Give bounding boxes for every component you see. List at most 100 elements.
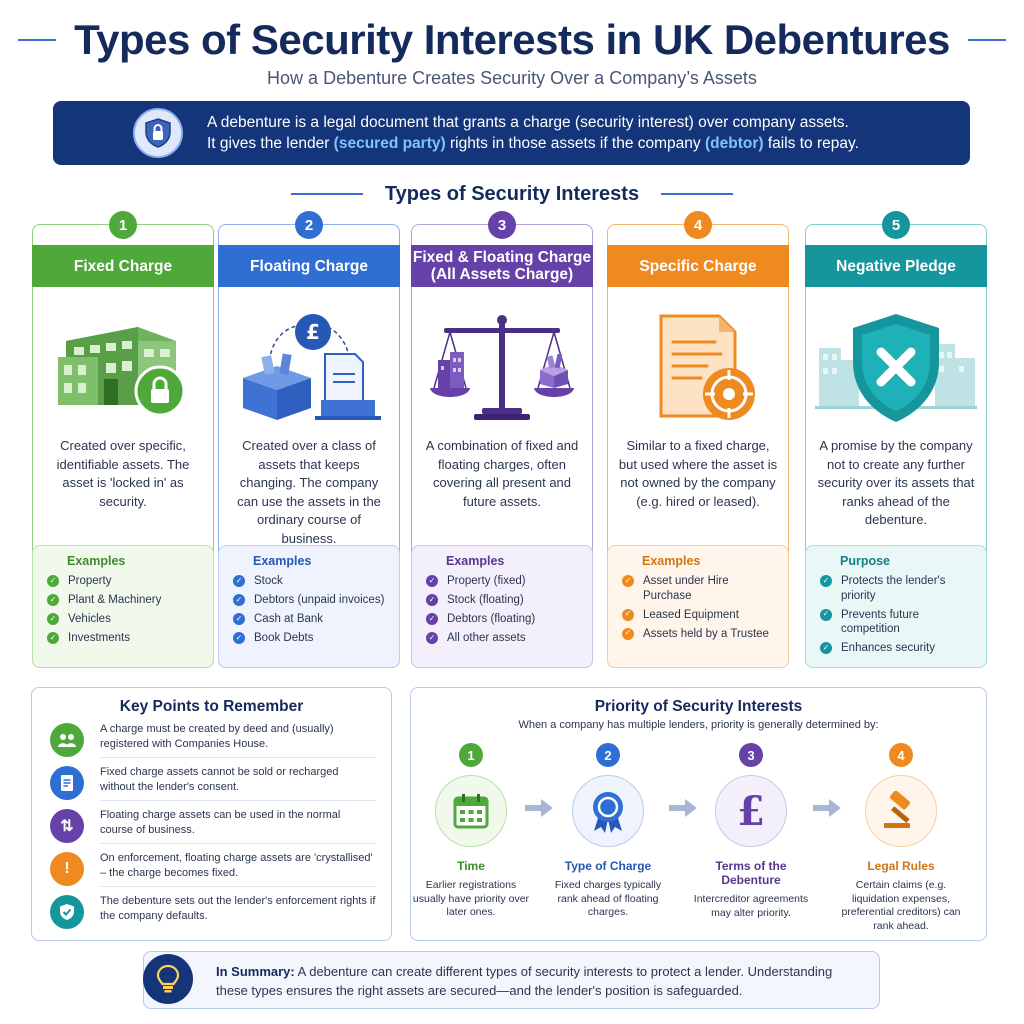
examples-heading: Examples <box>253 554 312 568</box>
card-description: A combination of fixed and floating char… <box>425 438 579 509</box>
list-item: ✓All other assets <box>426 631 582 646</box>
list-item-text: Enhances security <box>841 642 935 654</box>
list-item: ✓Stock (floating) <box>426 593 582 608</box>
list-item-text: Investments <box>68 632 130 644</box>
list-item: ✓Cash at Bank <box>233 612 389 627</box>
intro-line-2b: rights in those assets if the company <box>445 135 705 152</box>
priority-step-type: 2 Type of Charge Fixed charges typically… <box>548 743 668 920</box>
list-item-text: Property (fixed) <box>447 575 526 587</box>
gavel-icon <box>865 775 937 847</box>
card-title: Fixed Charge <box>32 245 214 287</box>
card-examples: Examples ✓Stock ✓Debtors (unpaid invoice… <box>218 545 400 668</box>
step-description: Earlier registrations usually have prior… <box>412 879 530 918</box>
check-icon: ✓ <box>233 575 245 587</box>
intro-line-2: It gives the lender (secured party) righ… <box>207 133 859 154</box>
key-point-text: The debenture sets out the lender's enfo… <box>100 895 376 922</box>
list-item-text: Prevents future competition <box>841 608 919 636</box>
list-item-text: Assets held by a Trustee <box>643 627 769 640</box>
card-number: 3 <box>488 211 516 239</box>
card-examples: Examples ✓Property ✓Plant & Machinery ✓V… <box>32 545 214 668</box>
card-number: 1 <box>109 211 137 239</box>
exclamation-icon: ! <box>50 852 84 886</box>
card-description: Created over a class of assets that keep… <box>237 438 381 546</box>
check-icon: ✓ <box>622 627 634 640</box>
check-icon: ✓ <box>426 594 438 606</box>
scales-icon <box>412 303 592 433</box>
examples-heading: Examples <box>446 554 505 568</box>
check-icon: ✓ <box>47 575 59 587</box>
check-icon: ✓ <box>47 594 59 606</box>
arrow-right-icon <box>669 799 697 817</box>
key-point: Fixed charge assets cannot be sold or re… <box>50 765 380 801</box>
key-points-heading: Key Points to Remember <box>119 698 304 715</box>
summary-label: In Summary: <box>216 964 295 979</box>
types-heading: Types of Security Interests <box>384 182 640 205</box>
list-item: ✓Protects the lender's priority <box>820 574 976 603</box>
card-specific-charge: 4 Specific Charge Similar to a fixed cha… <box>607 211 789 668</box>
check-icon: ✓ <box>426 632 438 644</box>
list-item: ✓Leased Equipment <box>622 608 778 623</box>
people-icon <box>50 723 84 757</box>
page-subtitle: How a Debenture Creates Security Over a … <box>267 68 757 88</box>
priority-step-time: 1 Time Earlier registrations usually hav… <box>411 743 531 920</box>
key-point-text: Fixed charge assets cannot be sold or re… <box>100 765 376 801</box>
step-description: Intercreditor agreements may alter prior… <box>693 893 809 919</box>
intro-line-1: A debenture is a legal document that gra… <box>207 114 849 131</box>
up-down-arrows-icon: ⇅ <box>50 809 84 843</box>
title-row: Types of Security Interests in UK Debent… <box>0 14 1024 66</box>
types-rule-right <box>661 193 734 195</box>
list-item: ✓ Debtors (unpaid invoices) <box>233 593 389 608</box>
summary-body: A debenture can create different types o… <box>216 964 833 998</box>
intro-line-2c: fails to repay. <box>763 135 859 152</box>
check-icon: ✓ <box>47 632 59 644</box>
card-title: Negative Pledge <box>805 245 987 287</box>
list-item: ✓Property <box>47 574 203 589</box>
key-point: The debenture sets out the lender's enfo… <box>50 894 380 929</box>
list-item-text: Vehicles <box>68 613 111 625</box>
check-icon: ✓ <box>233 594 245 606</box>
list-item: ✓ Property (fixed) <box>426 574 582 589</box>
page-title: Types of Security Interests in UK Debent… <box>74 16 950 63</box>
key-points-panel: Key Points to Remember A charge must be … <box>31 687 392 941</box>
step-title: Type of Charge <box>564 859 652 873</box>
card-number: 4 <box>684 211 712 239</box>
key-point-text: On enforcement, floating charge assets a… <box>100 851 376 887</box>
list-item: ✓Book Debts <box>233 631 389 646</box>
shield-x-icon <box>806 303 986 433</box>
card-description: Similar to a fixed charge, but used wher… <box>618 438 778 509</box>
check-icon: ✓ <box>820 642 832 654</box>
check-icon: ✓ <box>426 575 438 587</box>
priority-heading: Priority of Security Interests <box>594 698 803 715</box>
step-number: 1 <box>459 743 483 767</box>
priority-subheading: When a company has multiple lenders, pri… <box>518 719 879 731</box>
priority-panel: Priority of Security Interests When a co… <box>410 687 987 941</box>
calendar-icon <box>435 775 507 847</box>
examples-heading: Examples <box>642 554 701 568</box>
key-point: A charge must be created by deed and (us… <box>50 722 380 758</box>
card-examples: Examples ✓ Property (fixed) ✓Stock (float… <box>411 545 593 668</box>
check-icon: ✓ <box>426 613 438 625</box>
list-item: ✓Asset under Hire Purchase <box>622 574 778 603</box>
step-number: 2 <box>596 743 620 767</box>
arrow-right-icon <box>813 799 841 817</box>
building-lock-icon <box>33 303 213 433</box>
list-item: ✓ Investments <box>47 631 203 646</box>
arrow-right-icon <box>525 799 553 817</box>
title-rule-right <box>967 39 1006 41</box>
priority-step-terms: 3 £ Terms of the Debenture Intercreditor… <box>691 743 811 920</box>
card-number: 5 <box>882 211 910 239</box>
card-description: A promise by the company not to create a… <box>817 438 975 527</box>
svg-text:£: £ <box>306 320 320 344</box>
card-description: Created over specific, identifiable asse… <box>56 438 190 509</box>
debtor-highlight: (debtor) <box>704 135 764 152</box>
check-icon: ✓ <box>47 613 59 625</box>
list-item: ✓ Assets held by a Trustee <box>622 627 778 642</box>
card-title: Fixed & Floating Charge(All Assets Charg… <box>411 245 593 287</box>
examples-heading: Examples <box>67 554 126 568</box>
check-icon: ✓ <box>820 575 832 587</box>
list-item-text: Debtors (unpaid invoices) <box>254 594 385 606</box>
secured-party-highlight: (secured party) <box>333 135 446 152</box>
card-title-line-2: (All Assets Charge) <box>430 266 574 283</box>
document-target-icon <box>608 303 788 433</box>
lightbulb-icon <box>143 954 193 1004</box>
